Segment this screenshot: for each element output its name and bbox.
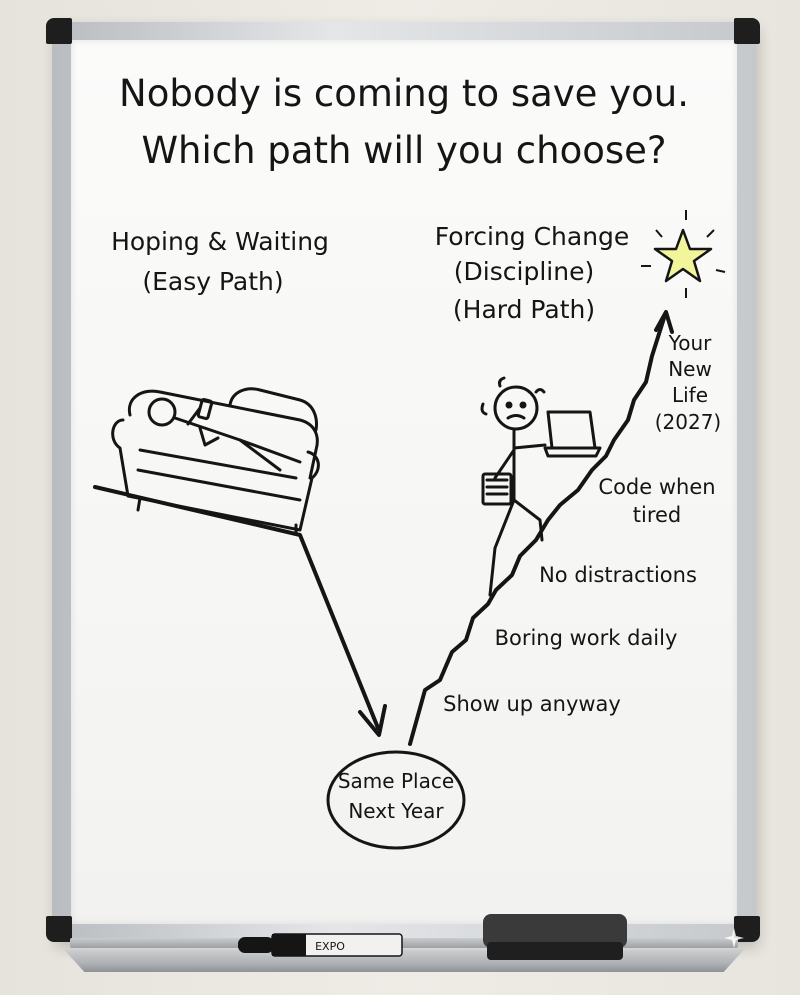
sparkle-icon	[724, 928, 744, 948]
title-line-1: Nobody is coming to save you.	[119, 72, 689, 115]
marker-tray-lip	[70, 938, 738, 948]
step-code-when-tired-line-1: Code when	[598, 475, 715, 499]
goal-line-3: Life	[672, 383, 708, 407]
hard-path-sublabel: (Hard Path)	[453, 295, 595, 324]
star-icon	[641, 210, 726, 298]
frame-corner-top-right	[734, 18, 760, 44]
goal-line-1: Your	[668, 331, 712, 355]
hard-path-discipline-label: (Discipline)	[454, 257, 594, 286]
easy-path-sublabel: (Easy Path)	[142, 267, 283, 296]
step-code-when-tired-line-2: tired	[633, 503, 682, 527]
same-place-ellipse	[326, 750, 466, 850]
marker[interactable]: EXPO	[238, 932, 404, 958]
goal-line-4: (2027)	[655, 410, 722, 434]
climbing-stick-figure	[480, 376, 602, 597]
frame-corner-bottom-left	[46, 916, 72, 942]
bottom-label-line-2: Next Year	[348, 799, 444, 823]
easy-path-label: Hoping & Waiting	[111, 227, 329, 256]
frame-corner-top-left	[46, 18, 72, 44]
bottom-label-line-1: Same Place	[338, 769, 454, 793]
marker-brand: EXPO	[315, 940, 345, 953]
step-show-up-anyway: Show up anyway	[443, 692, 621, 716]
couch-illustration	[111, 387, 320, 536]
downhill-arrow	[93, 485, 387, 737]
step-no-distractions: No distractions	[539, 563, 697, 587]
hard-path-label: Forcing Change	[435, 222, 630, 251]
title-line-2: Which path will you choose?	[141, 129, 666, 172]
goal-line-2: New	[668, 357, 712, 381]
whiteboard-surface	[71, 40, 737, 924]
step-boring-work-daily: Boring work daily	[495, 626, 678, 650]
eraser[interactable]	[481, 912, 629, 964]
